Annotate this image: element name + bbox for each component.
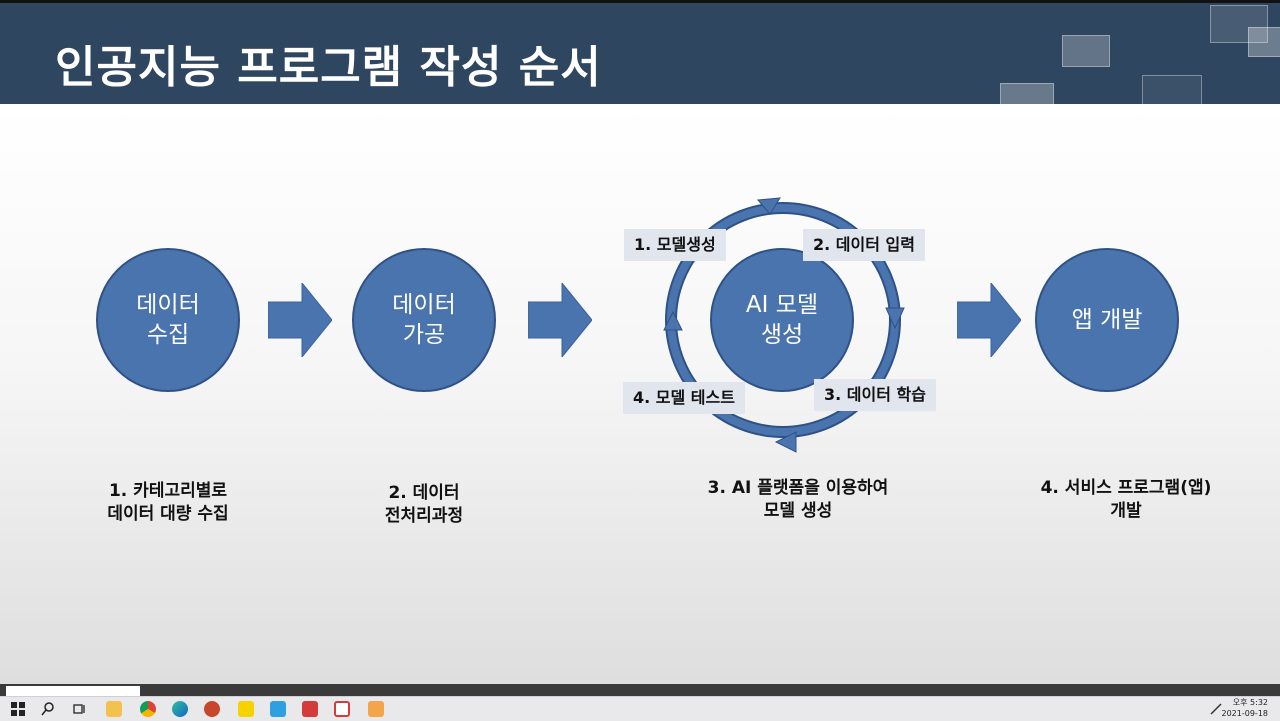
- caption-line: 개발: [1110, 501, 1142, 521]
- slide-title: 인공지능 프로그램 작성 순서: [55, 42, 602, 93]
- caption-line: 3. AI 플랫폼을 이용하여: [707, 478, 889, 498]
- decorative-cube: [1062, 35, 1110, 67]
- presentation-bottom-bar: [0, 684, 1280, 696]
- app-icon-red-square[interactable]: [334, 701, 350, 717]
- pen-icon[interactable]: [1208, 701, 1224, 717]
- decorative-cube: [1142, 75, 1202, 104]
- kakaotalk-icon[interactable]: [238, 701, 254, 717]
- step-circle-label: 가공: [402, 322, 446, 348]
- slide-header: 인공지능 프로그램 작성 순서: [0, 3, 1280, 104]
- step-caption: 2. 데이터 전처리과정: [294, 482, 554, 528]
- step-circle-label: 수집: [146, 322, 190, 348]
- taskbar-clock[interactable]: 오후 5:32 2021-09-18: [1218, 697, 1269, 719]
- clock-time: 오후 5:32: [1232, 698, 1268, 707]
- step-circle-data-processing: 데이터 가공: [352, 248, 496, 392]
- step-circle-model-creation: AI 모델 생성: [710, 248, 854, 392]
- presenter-tab: [6, 686, 140, 696]
- caption-line: 전처리과정: [384, 506, 464, 526]
- step-circle-label: 생성: [760, 322, 804, 348]
- caption-line: 데이터 대량 수집: [107, 504, 229, 524]
- task-view-icon[interactable]: [72, 701, 88, 717]
- step-circle-label: 데이터: [392, 292, 456, 318]
- caption-line: 2. 데이터: [388, 483, 460, 503]
- edge-icon[interactable]: [172, 701, 188, 717]
- windows-start-icon[interactable]: [10, 701, 26, 717]
- step-caption: 1. 카테고리별로 데이터 대량 수집: [38, 480, 298, 526]
- cycle-label-model-generation: 1. 모델생성: [624, 229, 726, 261]
- step-circle-label: 앱 개발: [1071, 307, 1143, 333]
- right-arrow-icon: [957, 283, 1021, 357]
- step-circle-label: 데이터: [136, 292, 200, 318]
- powerpoint-icon[interactable]: [204, 701, 220, 717]
- right-arrow-icon: [528, 283, 592, 357]
- app-icon-orange[interactable]: [368, 701, 384, 717]
- step-circle-data-collection: 데이터 수집: [96, 248, 240, 392]
- decorative-cube: [1248, 27, 1280, 57]
- step-caption: 4. 서비스 프로그램(앱) 개발: [996, 477, 1256, 523]
- search-icon[interactable]: [40, 701, 56, 717]
- caption-line: 모델 생성: [763, 501, 833, 521]
- file-explorer-icon[interactable]: [106, 701, 122, 717]
- top-border: [0, 0, 1280, 3]
- decorative-cube: [1000, 83, 1054, 104]
- decorative-cube: [1210, 5, 1268, 43]
- step-circle-app-development: 앱 개발: [1035, 248, 1179, 392]
- app-icon[interactable]: [270, 701, 286, 717]
- step-circle-label: AI 모델: [745, 292, 819, 318]
- clock-date: 2021-09-18: [1221, 709, 1269, 718]
- cycle-label-data-training: 3. 데이터 학습: [814, 379, 936, 411]
- right-arrow-icon: [268, 283, 332, 357]
- step-caption: 3. AI 플랫폼을 이용하여 모델 생성: [668, 477, 928, 523]
- chrome-icon[interactable]: [140, 701, 156, 717]
- cycle-label-data-input: 2. 데이터 입력: [803, 229, 925, 261]
- caption-line: 4. 서비스 프로그램(앱): [1040, 478, 1212, 498]
- cycle-ring-icon: [663, 197, 905, 453]
- caption-line: 1. 카테고리별로: [108, 481, 228, 501]
- cycle-label-model-test: 4. 모델 테스트: [623, 382, 745, 414]
- windows-taskbar: 오후 5:32 2021-09-18: [0, 696, 1280, 721]
- app-icon-red[interactable]: [302, 701, 318, 717]
